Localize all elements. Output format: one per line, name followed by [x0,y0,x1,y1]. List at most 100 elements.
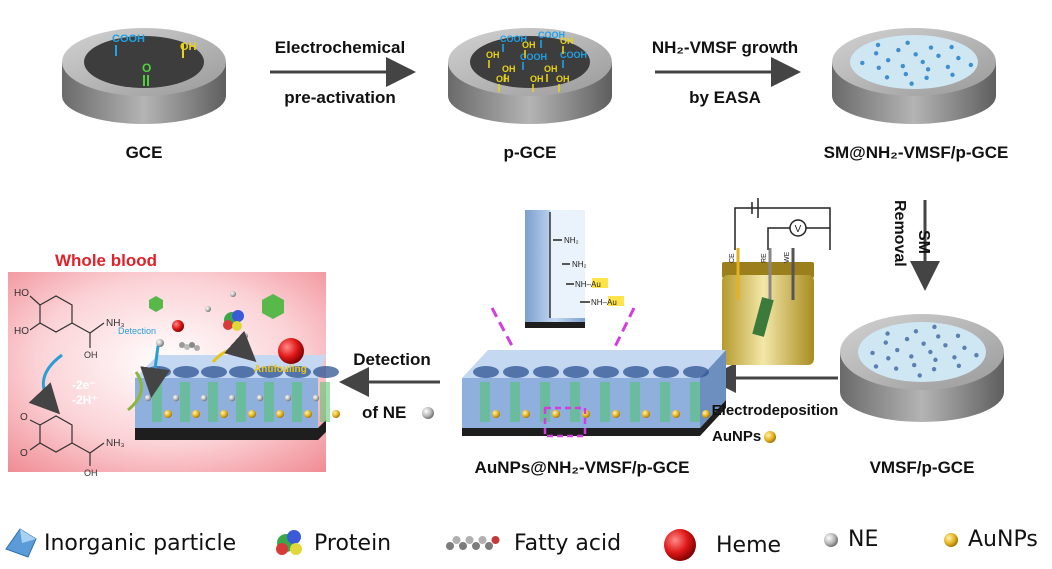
growth-label-2: by EASA [689,88,761,107]
aunp-particle [164,410,172,418]
oh-group-8: OH [560,36,574,46]
pore-channel [208,382,218,422]
aunp-particle [276,410,284,418]
oh-group-4: OH [486,50,500,60]
pore-opening [201,366,227,378]
of-ne-label: of NE [362,403,407,422]
pore-dot [885,57,891,63]
ho-label-2: HO [14,326,29,337]
pore-opening [563,366,589,378]
nh2-label-2: NH₂ [572,260,587,269]
pore-dot [936,334,941,339]
aunps-vmsf-film [462,350,726,436]
pore-dot [885,331,890,336]
chain-atom [478,536,487,544]
oxidation-arrow [28,353,63,415]
pore-dot [952,355,957,360]
oh-group-7: OH [544,64,558,74]
pore-opening [653,366,679,378]
pore-dot [936,53,941,59]
sm-vmsf-label: SM@NH₂-VMSF/p-GCE [823,143,1009,162]
gce-electrode: COOH OH O [62,28,226,124]
aunps-vmsf-label: AuNPs@NH₂-VMSF/p-GCE [474,458,690,477]
pore-channel [510,382,520,422]
aunp-particle [612,410,620,418]
pore-dot [949,44,954,50]
chain-atom [491,536,500,544]
ne-particle [172,394,180,402]
chain-atom [446,542,454,550]
aunp-particle [702,410,710,418]
pore-dot [920,59,925,65]
antifouling-label: Antifouling [254,364,307,375]
aunp-particle [304,410,312,418]
pore-dot [956,55,961,61]
ne-dot-icon [422,407,434,419]
pore-dot [955,333,961,339]
protons-label: -2H⁺ [72,393,98,407]
pore-dot [928,349,933,355]
legend-ne: NE [820,527,878,552]
carbonyl-o: O [142,61,151,75]
pore-dot [873,364,879,369]
preactivation-label-2: pre-activation [284,88,396,107]
pore-channel [570,382,580,422]
aunp-particle [672,410,680,418]
legend-label-protein: Protein [314,530,392,556]
nh3-label-ne: NH₃ [106,318,125,329]
chain-atom [472,542,480,550]
legend-label-fatty-acid: Fatty acid [514,530,622,556]
pore-dot [873,51,879,56]
pgce-label: p-GCE [503,143,557,162]
sm-label: SM [915,230,932,254]
legend-fatty-acid: Fatty acid [444,527,621,559]
pore-dot [913,52,918,57]
re-label: RE [761,253,768,263]
protein-icon [276,530,302,555]
pore-dot [932,324,937,330]
pore-channel [292,382,302,422]
ne-molecule [29,295,105,348]
pore-opening [257,366,283,378]
pore-channel [600,382,610,422]
pore-dot [956,363,962,369]
ne-particle [144,394,152,402]
pore-dot [870,350,875,356]
chain-atom [465,536,474,544]
reverse-arrow [127,371,143,412]
detection-label: Detection [353,350,431,369]
gce-label: GCE [125,143,163,162]
pore-opening [145,366,171,378]
pore-opening [229,366,255,378]
pore-dot [924,75,929,81]
aunp-particle [642,410,650,418]
pore-opening [593,366,619,378]
pore-channel [236,382,246,422]
voltmeter [789,219,807,237]
nh3-label-ox: NH₃ [106,438,125,449]
pore-dot [896,47,901,53]
aunp-particle [552,410,560,418]
electrodeposition-label: Electrodeposition [711,402,839,419]
legend-label-ne: NE [848,527,879,552]
aunp-dot-icon [944,532,958,547]
pore-dot [974,353,979,358]
oxidized-molecule [29,415,105,466]
pore-channel [320,382,330,422]
pore-dot [904,336,910,342]
nh2-label-1: NH₂ [564,236,579,245]
pore-dot [945,64,951,70]
vmsf-pore-dots [870,324,979,378]
oh-label-ox: OH [84,468,98,478]
ne-particle [284,394,292,402]
ne-particle [228,394,236,402]
legend-label-aunps: AuNPs [968,527,1038,552]
ne-particle [200,394,208,402]
removal-label: Removal [891,200,908,267]
cooh-group-3: COOH [520,52,547,62]
growth-label-1: NH₂-VMSF growth [651,38,799,57]
aunps-step-label: AuNPs [712,428,762,445]
